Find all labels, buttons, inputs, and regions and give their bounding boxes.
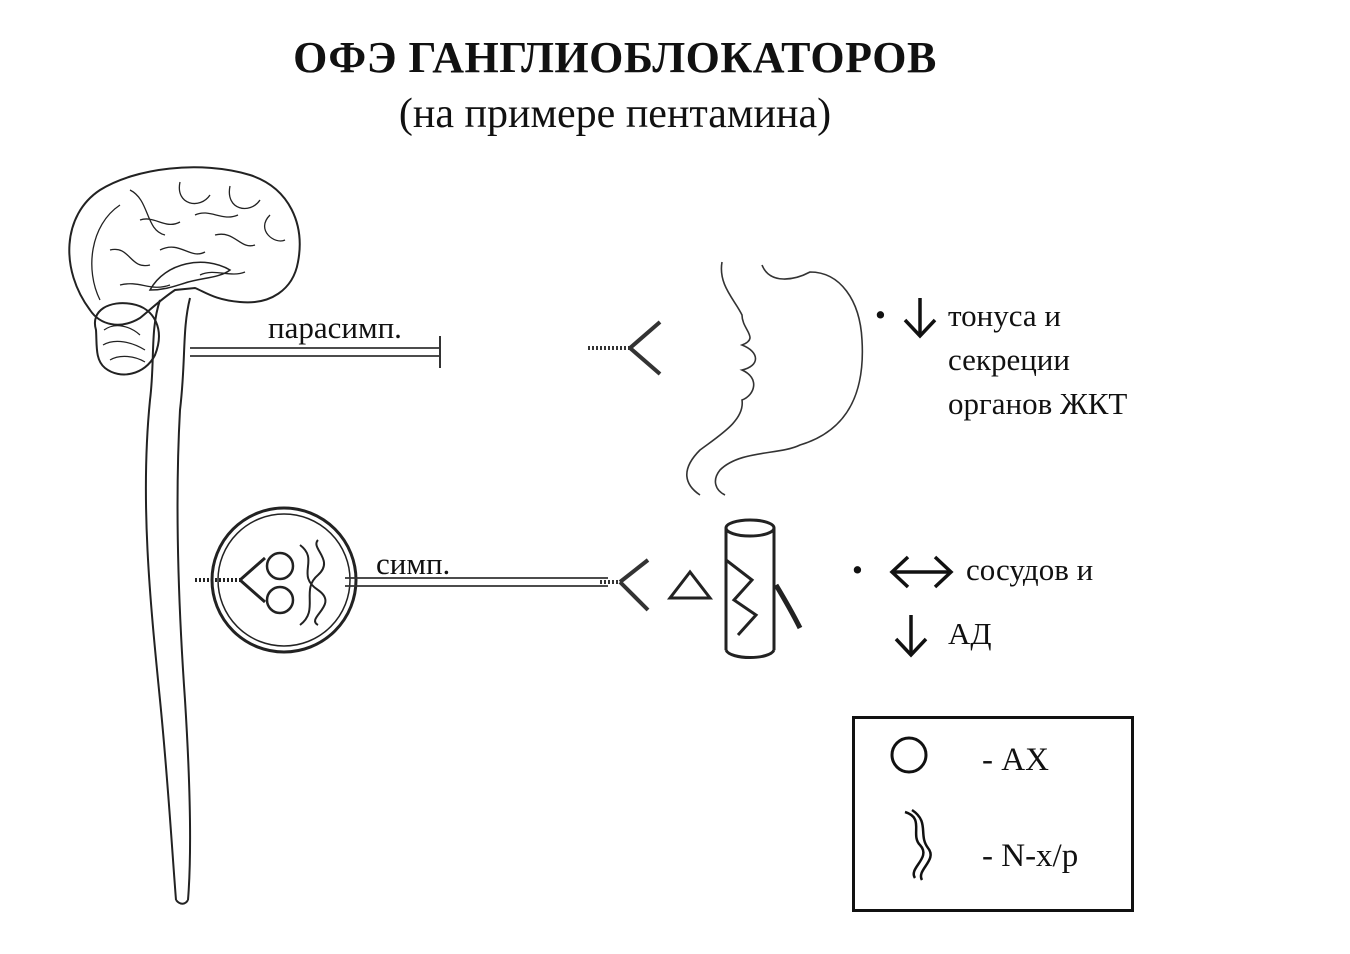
- stomach-icon: [686, 261, 864, 496]
- down-arrow-icon: [894, 615, 928, 658]
- double-arrow-icon: [889, 555, 954, 589]
- legend-box: [852, 716, 1134, 912]
- gi-effect-bullet: •: [875, 297, 886, 332]
- gi-effect-line2: секреции: [948, 342, 1070, 377]
- brain-icon: [68, 166, 301, 376]
- symp-label: симп.: [376, 546, 451, 581]
- parasymp-fiber: [190, 320, 662, 376]
- down-arrow-icon: [903, 298, 937, 339]
- vessel-effect-bullet: •: [852, 552, 863, 587]
- gi-effect-line3: органов ЖКТ: [948, 386, 1128, 421]
- vessel-effect-line1: сосудов и: [966, 552, 1094, 587]
- ach-circle-icon: [890, 736, 928, 774]
- n-receptor-icon: [904, 808, 932, 881]
- legend-receptor-label: - N-х/р: [982, 838, 1079, 874]
- legend-ach-label: - АХ: [982, 742, 1049, 778]
- symp-fiber: [345, 558, 650, 612]
- diagram-subtitle: (на примере пентамина): [398, 91, 832, 137]
- vessel-effect-line2: АД: [948, 616, 992, 651]
- diagram-title: ОФЭ ГАНГЛИОБЛОКАТОРОВ: [293, 33, 937, 82]
- parasymp-label: парасимп.: [268, 310, 402, 345]
- ganglion-icon: [195, 506, 358, 654]
- spinal-cord-icon: [144, 297, 192, 905]
- gi-effect-line1: тонуса и: [948, 298, 1061, 333]
- vessel-icon: [724, 518, 803, 659]
- triangle-icon: [666, 569, 714, 600]
